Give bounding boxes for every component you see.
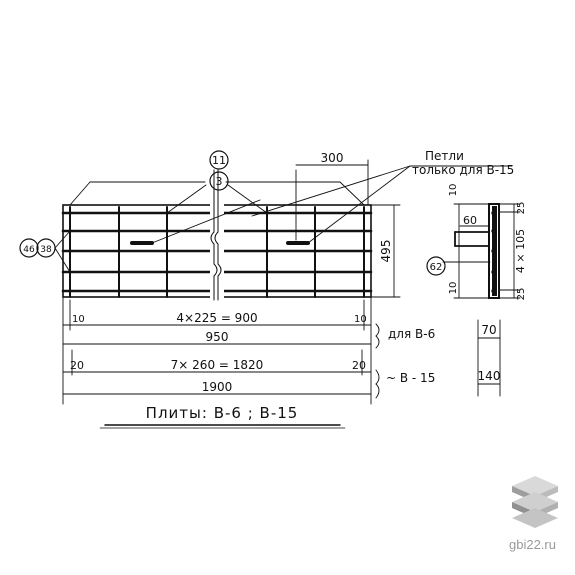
drawing-title: Плиты: В-6 ; В-15: [146, 404, 299, 422]
side-dim-mid: 4 × 105: [514, 229, 527, 273]
label-b6: для В-6: [388, 327, 435, 341]
dim-width-b15: 140: [478, 369, 501, 383]
side-dim-10-bottom: 10: [448, 282, 459, 295]
dim-b6: [62, 296, 372, 405]
watermark-logo: [512, 476, 558, 528]
transverse-bars: [69, 206, 365, 298]
mark-3: 3: [216, 175, 223, 188]
mark-38: 38: [40, 245, 52, 255]
dim-edge-b15-right: 20: [352, 359, 366, 372]
note-loops-line1: Петли: [425, 149, 464, 163]
layers-icon: [512, 476, 558, 528]
side-dim-bottom: 25: [516, 288, 527, 301]
note-loops-line2: только для В-15: [412, 163, 514, 177]
dim-edge-b15-left: 20: [70, 359, 84, 372]
dim-495: 495: [379, 240, 393, 263]
side-dim-top: 25: [516, 202, 527, 215]
side-dim-10-top: 10: [448, 184, 459, 197]
dim-edge-b6-right: 10: [354, 314, 367, 325]
mark-11: 11: [212, 154, 226, 167]
break-line: [210, 169, 224, 301]
right-braces: [375, 319, 501, 399]
dim-bars-b6: 4×225 = 900: [176, 311, 257, 325]
dim-loop-offset: [295, 159, 369, 241]
dim-b15: [62, 349, 372, 395]
section-marks: [19, 150, 446, 276]
dim-300: 300: [321, 151, 344, 165]
side-section: [442, 203, 521, 299]
label-b15: ~ В - 15: [386, 371, 435, 385]
dim-total-b6: 950: [206, 330, 229, 344]
watermark-text: gbi22.ru: [509, 537, 556, 552]
dim-height: [370, 204, 401, 298]
side-dim-60: 60: [463, 214, 477, 227]
mark-62: 62: [430, 262, 443, 273]
dim-total-b15: 1900: [202, 380, 233, 394]
dim-edge-b6-left: 10: [72, 314, 85, 325]
dim-width-b6: 70: [481, 323, 496, 337]
dim-bars-b15: 7× 260 = 1820: [171, 358, 264, 372]
leader-lines: [54, 165, 513, 273]
mark-46: 46: [23, 245, 35, 255]
